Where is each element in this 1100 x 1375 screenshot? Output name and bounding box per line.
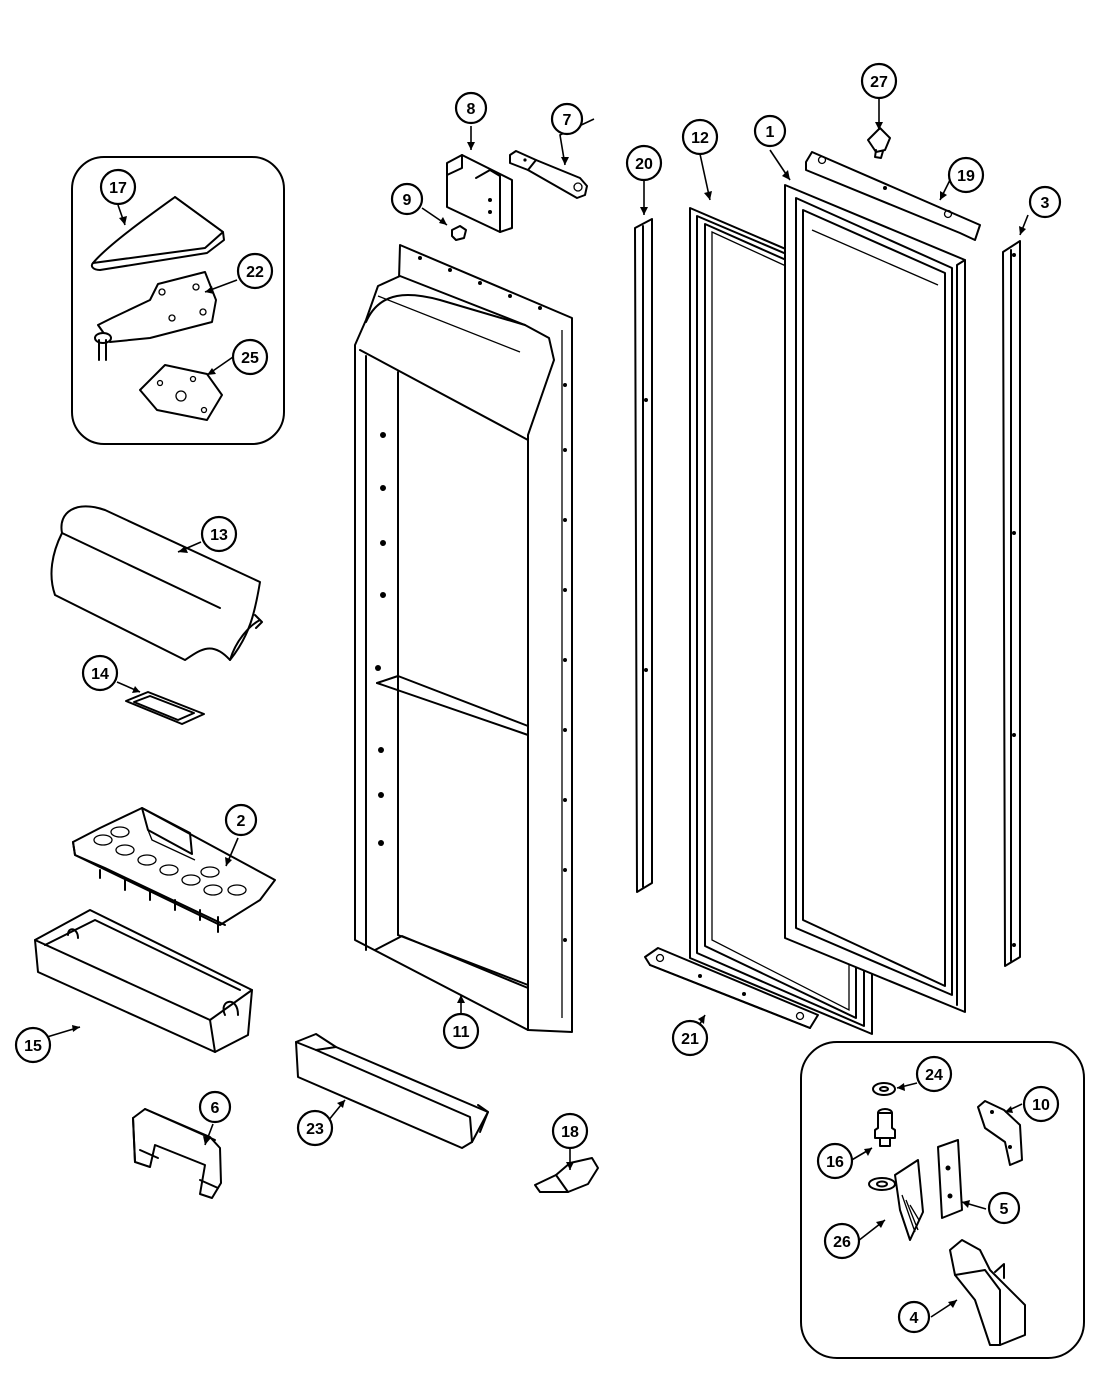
part-1-door-panel	[784, 184, 966, 1013]
callout-18: 18	[551, 1112, 589, 1150]
part-7-latch	[509, 150, 588, 199]
part-22-hinge-plate	[94, 271, 217, 361]
callout-9: 9	[390, 182, 424, 216]
part-10-hinge-bracket	[977, 1100, 1023, 1166]
svg-text:9: 9	[403, 192, 412, 209]
svg-text:20: 20	[635, 156, 653, 173]
svg-text:11: 11	[453, 1024, 470, 1041]
part-9-clip	[451, 225, 467, 241]
callout-1: 1	[753, 114, 787, 148]
leader-lines	[46, 98, 1029, 1318]
callout-22: 22	[236, 252, 274, 290]
svg-text:3: 3	[1041, 195, 1050, 212]
callout-4: 4	[897, 1300, 931, 1334]
inset-box-hinge-cover	[71, 156, 285, 445]
part-23-door-shelf	[295, 1033, 489, 1149]
part-2-ice-tray	[72, 807, 276, 933]
callout-7: 7	[550, 102, 584, 136]
callout-8: 8	[454, 91, 488, 125]
part-15-ice-bin	[34, 909, 253, 1053]
svg-text:6: 6	[211, 1100, 220, 1117]
part-11-door-liner	[354, 244, 573, 1033]
callout-20: 20	[625, 144, 663, 182]
callout-25: 25	[231, 338, 269, 376]
svg-text:5: 5	[1000, 1201, 1009, 1218]
svg-text:7: 7	[563, 112, 572, 129]
callout-19: 19	[947, 156, 985, 194]
callout-13: 13	[200, 515, 238, 553]
callout-24: 24	[915, 1055, 953, 1093]
svg-text:26: 26	[833, 1234, 851, 1251]
part-24-washer	[872, 1082, 896, 1096]
part-16-hinge-pin	[874, 1108, 896, 1147]
svg-text:1: 1	[766, 124, 775, 141]
svg-text:25: 25	[241, 350, 259, 367]
callout-21: 21	[671, 1019, 709, 1057]
part-20-trim-strip	[634, 218, 653, 893]
svg-text:18: 18	[561, 1124, 579, 1141]
callout-17: 17	[99, 168, 137, 206]
callout-23: 23	[296, 1109, 334, 1147]
svg-text:14: 14	[91, 666, 109, 683]
svg-text:23: 23	[306, 1121, 324, 1138]
part-19-top-bracket	[805, 151, 981, 241]
part-26-hinge	[868, 1159, 924, 1241]
callout-3: 3	[1028, 185, 1062, 219]
svg-text:13: 13	[210, 527, 228, 544]
part-25-hinge-shim	[139, 364, 223, 421]
svg-text:21: 21	[681, 1031, 699, 1048]
part-27-cap	[867, 127, 891, 159]
svg-text:16: 16	[826, 1154, 844, 1171]
callout-14: 14	[81, 654, 119, 692]
svg-text:10: 10	[1032, 1097, 1050, 1114]
svg-text:17: 17	[109, 180, 127, 197]
part-13-dispenser-cover	[50, 505, 263, 661]
svg-text:22: 22	[246, 264, 264, 281]
callout-10: 10	[1022, 1085, 1060, 1123]
callout-26: 26	[823, 1222, 861, 1260]
svg-text:19: 19	[957, 168, 975, 185]
svg-text:15: 15	[24, 1038, 42, 1055]
callout-12: 12	[681, 118, 719, 156]
part-14-pad	[125, 691, 205, 725]
callout-5: 5	[987, 1191, 1021, 1225]
inset-box-hinge-assembly	[800, 1041, 1085, 1359]
callout-16: 16	[816, 1142, 854, 1180]
callout-27: 27	[860, 62, 898, 100]
callout-2: 2	[224, 803, 258, 837]
part-3-trim-strip	[1002, 240, 1021, 967]
svg-text:2: 2	[237, 813, 246, 830]
callout-11: 11	[442, 1012, 480, 1050]
svg-text:8: 8	[467, 101, 476, 118]
svg-text:12: 12	[691, 130, 709, 147]
svg-text:24: 24	[925, 1067, 943, 1084]
part-4-hinge-cover	[949, 1239, 1026, 1346]
callout-15: 15	[14, 1026, 52, 1064]
part-5-shim-plate	[937, 1139, 963, 1219]
part-6-handle	[132, 1108, 222, 1199]
part-18-clip	[534, 1157, 599, 1193]
callout-6: 6	[198, 1090, 232, 1124]
part-17-hinge-cover	[90, 196, 225, 271]
svg-text:27: 27	[870, 74, 888, 91]
part-21-bottom-bracket	[644, 947, 819, 1029]
svg-text:4: 4	[910, 1310, 919, 1327]
part-8-bracket	[446, 154, 513, 233]
